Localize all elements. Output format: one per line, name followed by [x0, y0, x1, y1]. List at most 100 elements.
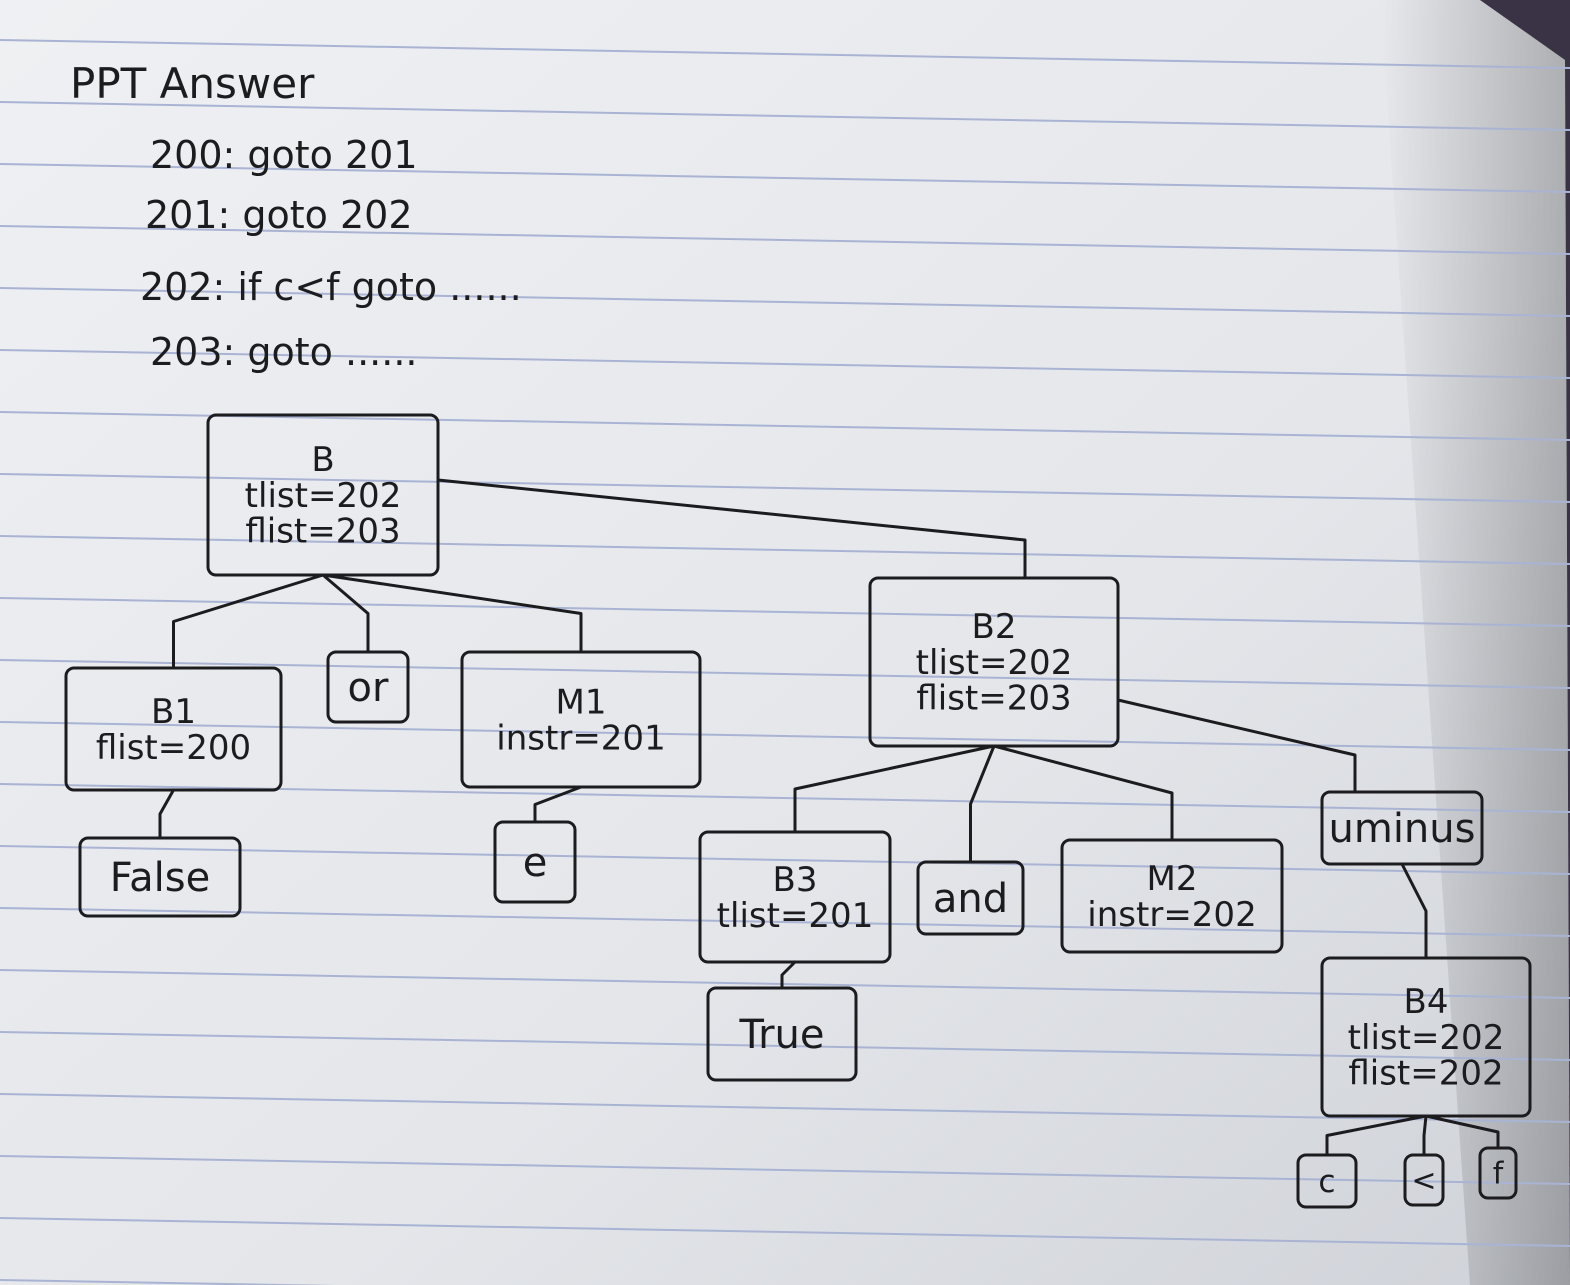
- tree-edges: [158, 478, 1500, 1157]
- node-lt-label: <: [1411, 1164, 1436, 1199]
- node-M1-label: M1: [556, 683, 607, 723]
- rule-line: [0, 845, 1570, 875]
- node-B4-attr: tlist=202: [1348, 1018, 1505, 1058]
- rule-line: [0, 411, 1570, 441]
- node-B4-attr: flist=202: [1348, 1054, 1503, 1094]
- rule-line: [0, 225, 1570, 255]
- node-M2-attr: instr=202: [1087, 895, 1256, 935]
- edge-B-or: [321, 573, 370, 654]
- edge-B-M1: [321, 573, 583, 654]
- node-B2-attr: tlist=202: [916, 643, 1073, 683]
- edge-B4-c: [1325, 1114, 1428, 1157]
- node-e-label: e: [523, 840, 548, 886]
- node-True: True: [706, 986, 858, 1082]
- node-and: and: [916, 860, 1025, 936]
- edge-B-B2: [436, 478, 1027, 580]
- node-M1-attr: instr=201: [496, 718, 665, 758]
- rule-line: [0, 1155, 1570, 1185]
- rule-line: [0, 39, 1570, 69]
- node-B2-box: [868, 576, 1120, 748]
- node-f-box: [1478, 1146, 1518, 1200]
- header-line-2: 201: goto 202: [145, 193, 413, 237]
- edge-B4-f: [1424, 1114, 1500, 1150]
- node-B4-label: B4: [1404, 982, 1449, 1022]
- rule-line: [0, 101, 1570, 131]
- node-False-label: False: [110, 855, 210, 901]
- node-or-label: or: [348, 665, 389, 711]
- edge-B1-False: [158, 788, 175, 840]
- edge-B2-and: [969, 744, 996, 864]
- page-edge-shadow: [1380, 0, 1570, 1285]
- node-and-label: and: [933, 876, 1008, 922]
- edge-uminus-B4: [1400, 862, 1428, 960]
- edge-B2-uminus: [1116, 698, 1357, 794]
- rule-line: [0, 163, 1570, 193]
- node-c-box: [1296, 1153, 1358, 1209]
- node-or: or: [326, 650, 410, 724]
- node-B4-box: [1320, 956, 1532, 1118]
- header-line-3: 202: if c<f goto ......: [140, 265, 522, 309]
- header-line-4: 203: goto ......: [150, 330, 417, 374]
- header-line-1: 200: goto 201: [150, 133, 418, 177]
- edge-B2-M2: [992, 744, 1174, 842]
- node-c-label: c: [1318, 1164, 1335, 1200]
- rule-line: [0, 349, 1570, 379]
- rule-line: [0, 287, 1570, 317]
- node-B-box: [206, 413, 440, 577]
- node-or-box: [326, 650, 410, 724]
- rule-line: [0, 597, 1570, 627]
- edge-M1-e: [533, 785, 583, 824]
- edge-B2-B3: [793, 744, 996, 834]
- node-B1-attr: flist=200: [96, 728, 251, 768]
- edge-B3-True: [780, 960, 797, 990]
- rule-line: [0, 969, 1570, 999]
- node-lt-box: [1403, 1153, 1445, 1207]
- node-True-label: True: [739, 1012, 825, 1058]
- node-B1-box: [64, 666, 283, 792]
- rule-line: [0, 1093, 1570, 1123]
- node-B1-label: B1: [151, 692, 196, 732]
- ruled-lines: [0, 39, 1570, 1285]
- node-True-box: [706, 986, 858, 1082]
- node-B-attr: flist=203: [245, 512, 400, 552]
- node-and-box: [916, 860, 1025, 936]
- rule-line: [0, 659, 1570, 689]
- node-B3-attr: tlist=201: [717, 896, 874, 936]
- node-B-attr: tlist=202: [245, 476, 402, 516]
- node-e: e: [493, 820, 577, 904]
- node-f: f: [1478, 1146, 1518, 1200]
- rule-line: [0, 1031, 1570, 1061]
- node-uminus-box: [1320, 790, 1484, 866]
- rule-line: [0, 1217, 1570, 1247]
- node-lt: <: [1403, 1153, 1445, 1207]
- node-uminus-label: uminus: [1329, 806, 1476, 852]
- node-e-box: [493, 820, 577, 904]
- edge-B4-lt: [1422, 1114, 1428, 1157]
- node-False: False: [78, 836, 242, 918]
- node-B2-attr: flist=203: [916, 679, 1071, 719]
- rule-line: [0, 473, 1570, 503]
- rule-line: [0, 535, 1570, 565]
- node-False-box: [78, 836, 242, 918]
- node-M1-box: [460, 650, 702, 789]
- rule-line: [0, 907, 1570, 937]
- node-M2-box: [1060, 838, 1284, 954]
- node-B3-box: [698, 830, 892, 964]
- node-f-label: f: [1493, 1157, 1505, 1192]
- node-B3-label: B3: [773, 860, 818, 900]
- node-B-label: B: [311, 440, 334, 480]
- node-uminus: uminus: [1320, 790, 1484, 866]
- node-B2-label: B2: [972, 607, 1017, 647]
- answer-header: PPT Answer 200: goto 201 201: goto 202 2…: [70, 59, 522, 374]
- node-M2-label: M2: [1147, 859, 1198, 899]
